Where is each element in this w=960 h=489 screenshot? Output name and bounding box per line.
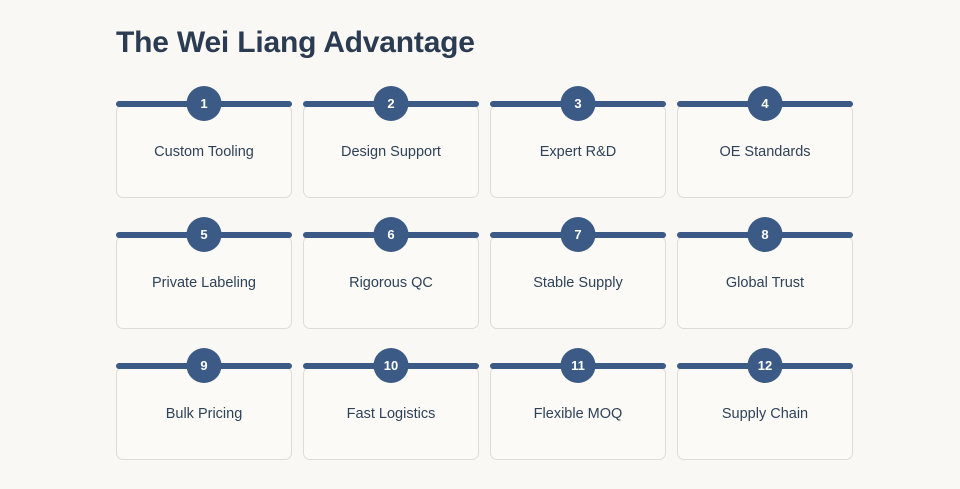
card-number-badge: 9 bbox=[186, 348, 222, 383]
page-title: The Wei Liang Advantage bbox=[116, 26, 475, 59]
card-label: Bulk Pricing bbox=[165, 406, 243, 422]
card-label: Private Labeling bbox=[152, 275, 256, 291]
card-label: Design Support bbox=[341, 144, 441, 160]
advantage-card[interactable]: 5 Private Labeling bbox=[116, 217, 292, 329]
card-number-badge: 5 bbox=[186, 217, 222, 252]
advantage-card[interactable]: 11 Flexible MOQ bbox=[490, 348, 666, 460]
card-number-badge: 4 bbox=[747, 86, 783, 121]
card-label: Supply Chain bbox=[721, 406, 809, 422]
card-label: Fast Logistics bbox=[346, 406, 436, 422]
card-label: Stable Supply bbox=[533, 275, 623, 291]
card-number-badge: 1 bbox=[186, 86, 222, 121]
card-number-badge: 8 bbox=[747, 217, 783, 252]
card-number-badge: 2 bbox=[373, 86, 409, 121]
card-label: Flexible MOQ bbox=[533, 406, 623, 422]
card-number-badge: 7 bbox=[560, 217, 596, 252]
advantage-card[interactable]: 9 Bulk Pricing bbox=[116, 348, 292, 460]
advantage-card[interactable]: 4 OE Standards bbox=[677, 86, 853, 198]
card-label: Rigorous QC bbox=[349, 275, 433, 291]
card-number-badge: 3 bbox=[560, 86, 596, 121]
advantage-card[interactable]: 7 Stable Supply bbox=[490, 217, 666, 329]
advantage-card[interactable]: 2 Design Support bbox=[303, 86, 479, 198]
card-label: Global Trust bbox=[725, 275, 805, 291]
advantage-card[interactable]: 3 Expert R&D bbox=[490, 86, 666, 198]
advantage-card[interactable]: 1 Custom Tooling bbox=[116, 86, 292, 198]
advantage-card[interactable]: 6 Rigorous QC bbox=[303, 217, 479, 329]
card-label: Custom Tooling bbox=[154, 144, 254, 160]
advantage-card[interactable]: 8 Global Trust bbox=[677, 217, 853, 329]
card-label: Expert R&D bbox=[539, 144, 617, 160]
advantage-card-grid: 1 Custom Tooling 2 Design Support 3 Expe… bbox=[116, 86, 853, 460]
advantage-card[interactable]: 10 Fast Logistics bbox=[303, 348, 479, 460]
card-number-badge: 12 bbox=[747, 348, 783, 383]
card-number-badge: 11 bbox=[560, 348, 596, 383]
card-number-badge: 6 bbox=[373, 217, 409, 252]
advantage-card[interactable]: 12 Supply Chain bbox=[677, 348, 853, 460]
card-number-badge: 10 bbox=[373, 348, 409, 383]
card-label: OE Standards bbox=[719, 144, 811, 160]
